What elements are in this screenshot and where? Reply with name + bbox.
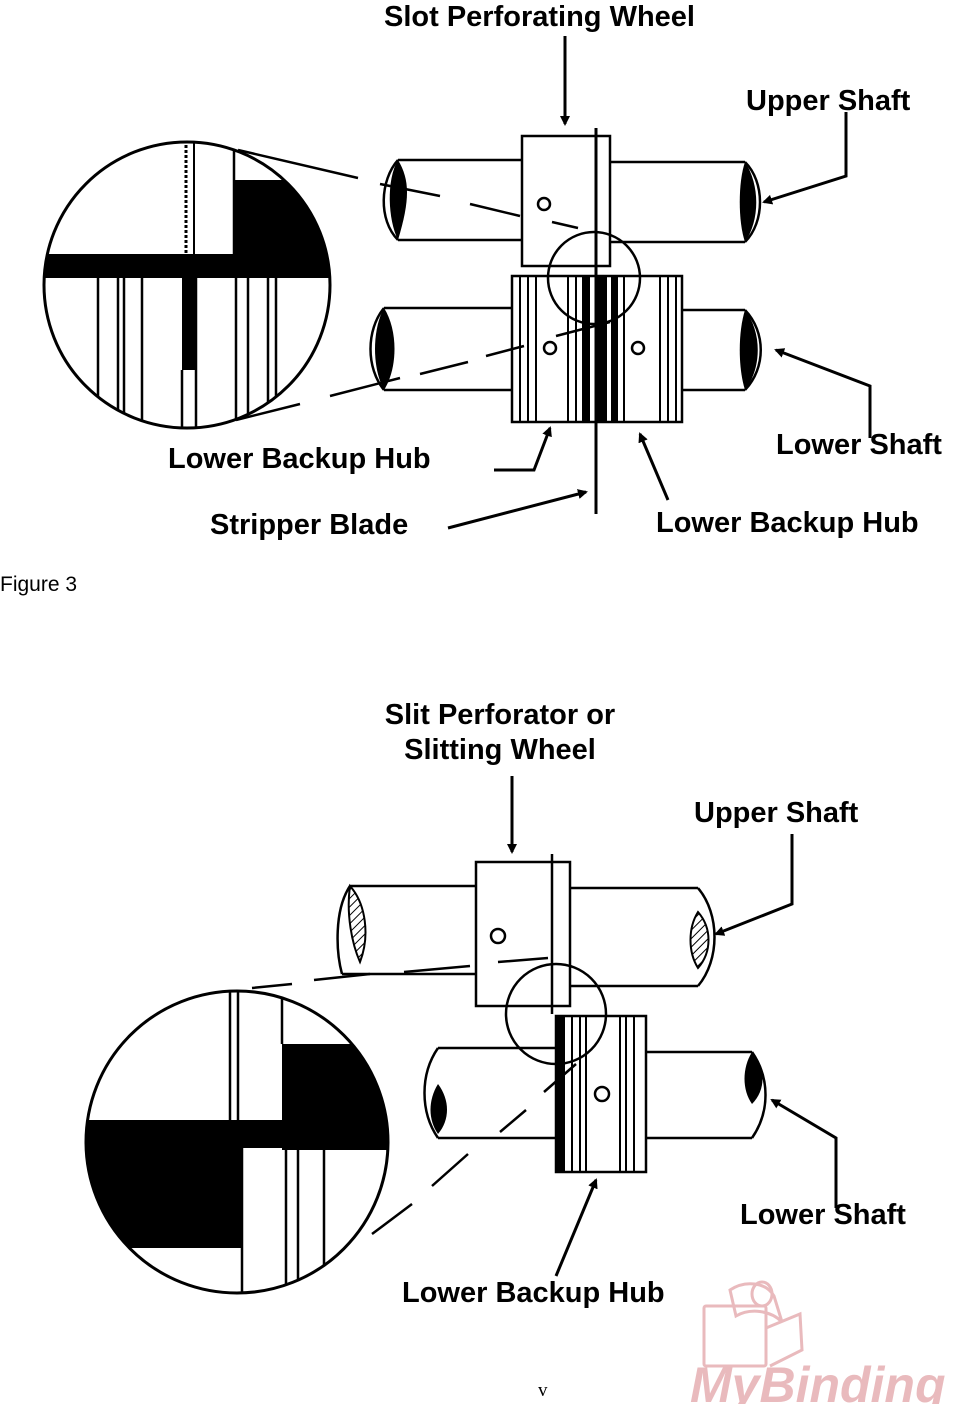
label-lower-shaft: Lower Shaft — [776, 429, 942, 461]
label-lower-backup-hub-left: Lower Backup Hub — [168, 443, 431, 475]
upper-shaft-end-left — [389, 160, 407, 240]
page-number: v — [538, 1380, 548, 1401]
label-upper-shaft-f4: Upper Shaft — [694, 797, 859, 829]
upper-shaft-end-left-hatched — [347, 883, 367, 965]
lower-shaft-end-left — [430, 1084, 447, 1134]
label-slit-perforator-line2: Slitting Wheel — [404, 734, 596, 767]
detail-area-circle-f4 — [504, 962, 608, 1066]
figure-caption: Figure 3 — [0, 573, 78, 596]
lower-shaft-end-left — [375, 308, 395, 390]
leader-arrows-figure-4 — [507, 776, 838, 1277]
label-upper-shaft: Upper Shaft — [746, 85, 911, 117]
projection-lines — [235, 148, 611, 422]
lower-shaft-end-right — [739, 310, 758, 390]
upper-shaft-f4 — [336, 884, 716, 988]
watermark-logo: MyBinding — [690, 1280, 946, 1404]
upper-shaft-end-right — [739, 162, 757, 242]
upper-shaft-end-right-hatched — [689, 910, 710, 970]
label-stripper-blade: Stripper Blade — [210, 509, 409, 541]
upper-shaft — [382, 158, 762, 244]
magnified-detail — [42, 140, 332, 430]
label-slit-perforator-line1: Slit Perforator or — [384, 699, 616, 731]
label-slot-perforating-wheel: Slot Perforating Wheel — [384, 1, 695, 33]
watermark-text: MyBinding — [690, 1357, 946, 1404]
projection-lines-f4 — [251, 956, 577, 1235]
label-lower-backup-hub-f4: Lower Backup Hub — [402, 1277, 665, 1309]
upper-wheel-hole-icon — [489, 927, 507, 945]
label-lower-backup-hub-right: Lower Backup Hub — [656, 507, 919, 539]
lower-hub-hole-icon — [593, 1085, 611, 1103]
label-slit-perforator: Slit Perforator or Slitting Wheel — [360, 698, 640, 769]
leader-arrows-figure-3 — [447, 36, 872, 530]
magnified-detail-f4 — [84, 989, 390, 1295]
lower-hub-hole-icon — [542, 340, 558, 356]
upper-wheel-hole-icon — [536, 196, 552, 212]
lower-shaft-end-right — [744, 1052, 763, 1104]
label-lower-shaft-f4: Lower Shaft — [740, 1199, 906, 1231]
lower-hub-hole-icon — [630, 340, 646, 356]
detail-area-circle — [546, 230, 642, 326]
